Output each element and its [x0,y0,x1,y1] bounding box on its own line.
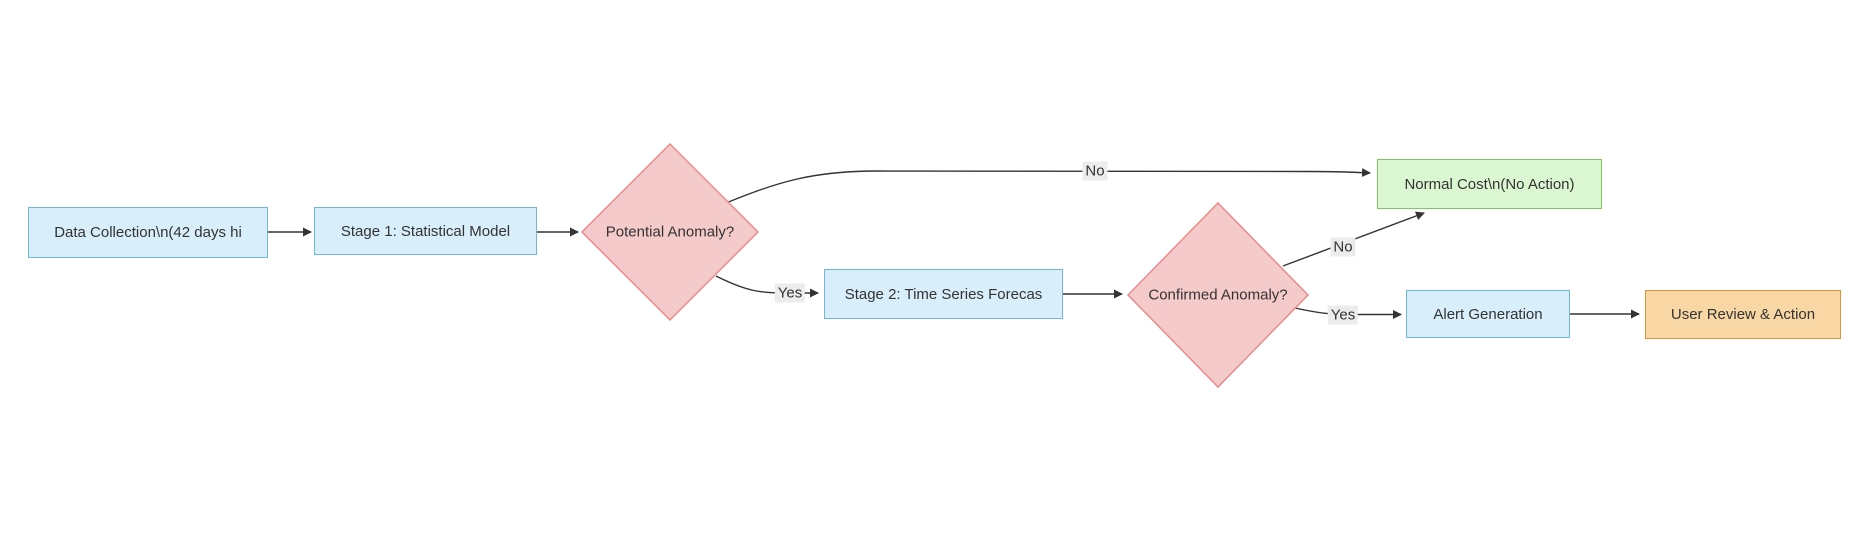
decision-potential-anomaly-label: Potential Anomaly? [605,223,735,241]
edge-label-no-2: No [1330,237,1356,257]
node-data-collection: Data Collection\n(42 days hi [28,207,268,258]
node-data-collection-label: Data Collection\n(42 days hi [54,224,242,241]
edge-potential-anomaly-no-to-normal-cost [725,168,1371,204]
decision-confirmed-anomaly-shape [1126,201,1310,389]
node-normal-cost: Normal Cost\n(No Action) [1377,159,1602,209]
node-normal-cost-label: Normal Cost\n(No Action) [1404,175,1575,193]
edge-label-yes-1: Yes [774,283,806,303]
node-user-review: User Review & Action [1645,290,1841,339]
edge-label-no-1: No [1082,161,1108,181]
decision-confirmed-anomaly-label: Confirmed Anomaly? [1148,286,1288,304]
edge-label-yes-2: Yes [1327,305,1359,325]
node-stage2-label: Stage 2: Time Series Forecas [844,285,1043,303]
node-stage2: Stage 2: Time Series Forecas [824,269,1063,319]
node-alert-generation-label: Alert Generation [1433,305,1543,323]
node-user-review-label: User Review & Action [1670,306,1816,323]
node-stage1-label: Stage 1: Statistical Model [340,222,511,240]
node-alert-generation: Alert Generation [1406,290,1570,338]
node-stage1: Stage 1: Statistical Model [314,207,537,255]
decision-potential-anomaly-shape [580,142,760,322]
